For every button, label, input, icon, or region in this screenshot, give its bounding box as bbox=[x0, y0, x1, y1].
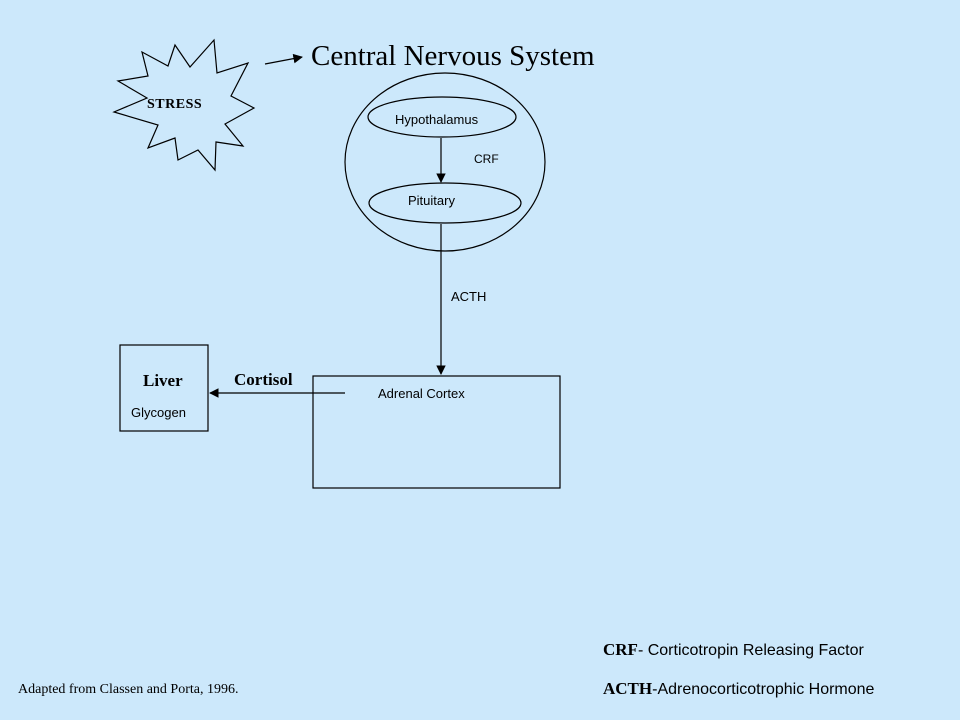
cortisol-label: Cortisol bbox=[234, 370, 293, 389]
adrenal-cortex-label: Adrenal Cortex bbox=[378, 386, 465, 401]
legend-acth: ACTH-Adrenocorticotrophic Hormone bbox=[603, 680, 874, 698]
stress-label: STRESS bbox=[147, 97, 203, 112]
legend-crf-term: CRF bbox=[603, 640, 638, 659]
hypothalamus-node bbox=[367, 96, 517, 138]
pituitary-label: Pituitary bbox=[408, 193, 455, 208]
legend-crf-definition: - Corticotropin Releasing Factor bbox=[637, 642, 864, 659]
stress-to-cns-arrow bbox=[264, 53, 303, 65]
cns-circle bbox=[344, 72, 546, 252]
stress-starburst bbox=[112, 38, 256, 172]
liver-node bbox=[119, 344, 209, 432]
crf-label: CRF bbox=[474, 152, 499, 166]
page-title: Central Nervous System bbox=[311, 40, 595, 72]
hypothalamus-label: Hypothalamus bbox=[395, 112, 479, 127]
glycogen-label: Glycogen bbox=[131, 405, 186, 420]
liver-label: Liver bbox=[143, 371, 183, 390]
legend-crf: CRF- Corticotropin Releasing Factor bbox=[603, 641, 864, 659]
source-citation: Adapted from Classen and Porta, 1996. bbox=[18, 682, 239, 697]
acth-label: ACTH bbox=[451, 289, 487, 304]
pituitary-node bbox=[368, 182, 522, 224]
legend-acth-definition: -Adrenocorticotrophic Hormone bbox=[652, 681, 875, 698]
adrenal-cortex-node bbox=[312, 375, 561, 489]
legend-acth-term: ACTH bbox=[603, 679, 653, 698]
